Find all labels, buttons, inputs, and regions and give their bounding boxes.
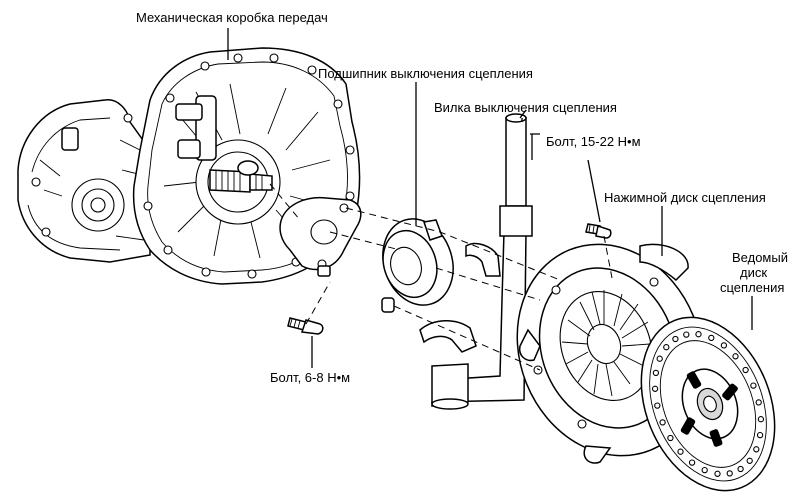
disc-rivet [756, 431, 764, 439]
disc-rivet [667, 434, 674, 442]
disc-rivet [732, 353, 739, 360]
disc-rivet [656, 355, 663, 362]
disc-rivet [701, 466, 708, 474]
disc-rivet [726, 470, 733, 477]
bolt-15-22-part [585, 223, 612, 239]
disc-rivet [652, 369, 660, 377]
disc-rivet [714, 470, 721, 477]
disc-rivet [755, 399, 762, 406]
disc-rivet [651, 385, 659, 392]
disc-rivet [683, 331, 690, 338]
driven-disc [640, 316, 776, 492]
label-bolt-15-22: Болт, 15-22 Н•м [546, 134, 641, 149]
release-fork [419, 113, 533, 410]
label-release-fork: Вилка выключения сцепления [434, 100, 617, 115]
release-bearing [381, 218, 454, 313]
label-pressure-plate: Нажимной диск сцепления [604, 190, 766, 205]
disc-rivets [651, 331, 765, 477]
disc-rivet [659, 419, 666, 426]
label-gearbox: Механическая коробка передач [136, 10, 328, 25]
disc-rivet [757, 416, 765, 423]
disc-rivet [708, 334, 715, 342]
bearing-guide-flange [279, 196, 362, 277]
label-driven-disc-line3: сцепления [720, 280, 784, 295]
disc-rivet [695, 331, 702, 338]
disc-rivet [750, 382, 757, 389]
disc-rivet [677, 448, 684, 455]
label-release-bearing: Подшипник выключения сцепления [318, 66, 533, 81]
disc-rivet [688, 459, 696, 466]
label-driven-disc-line1: Ведомый [732, 250, 788, 265]
assembly-lines [269, 183, 613, 371]
disc-rivet [720, 342, 728, 349]
label-bolt-6-8: Болт, 6-8 Н•м [270, 370, 350, 385]
disc-rivet [672, 335, 679, 343]
disc-rivet [737, 465, 744, 473]
disc-rivet [654, 402, 661, 409]
disc-rivet [753, 446, 760, 453]
disc-rivet [742, 366, 749, 374]
label-driven-disc-line2: диск [740, 265, 767, 280]
bolt-6-8-part [287, 317, 324, 335]
disc-rivet [746, 457, 753, 464]
leader-lines [227, 28, 753, 368]
disc-rivet [663, 344, 670, 351]
